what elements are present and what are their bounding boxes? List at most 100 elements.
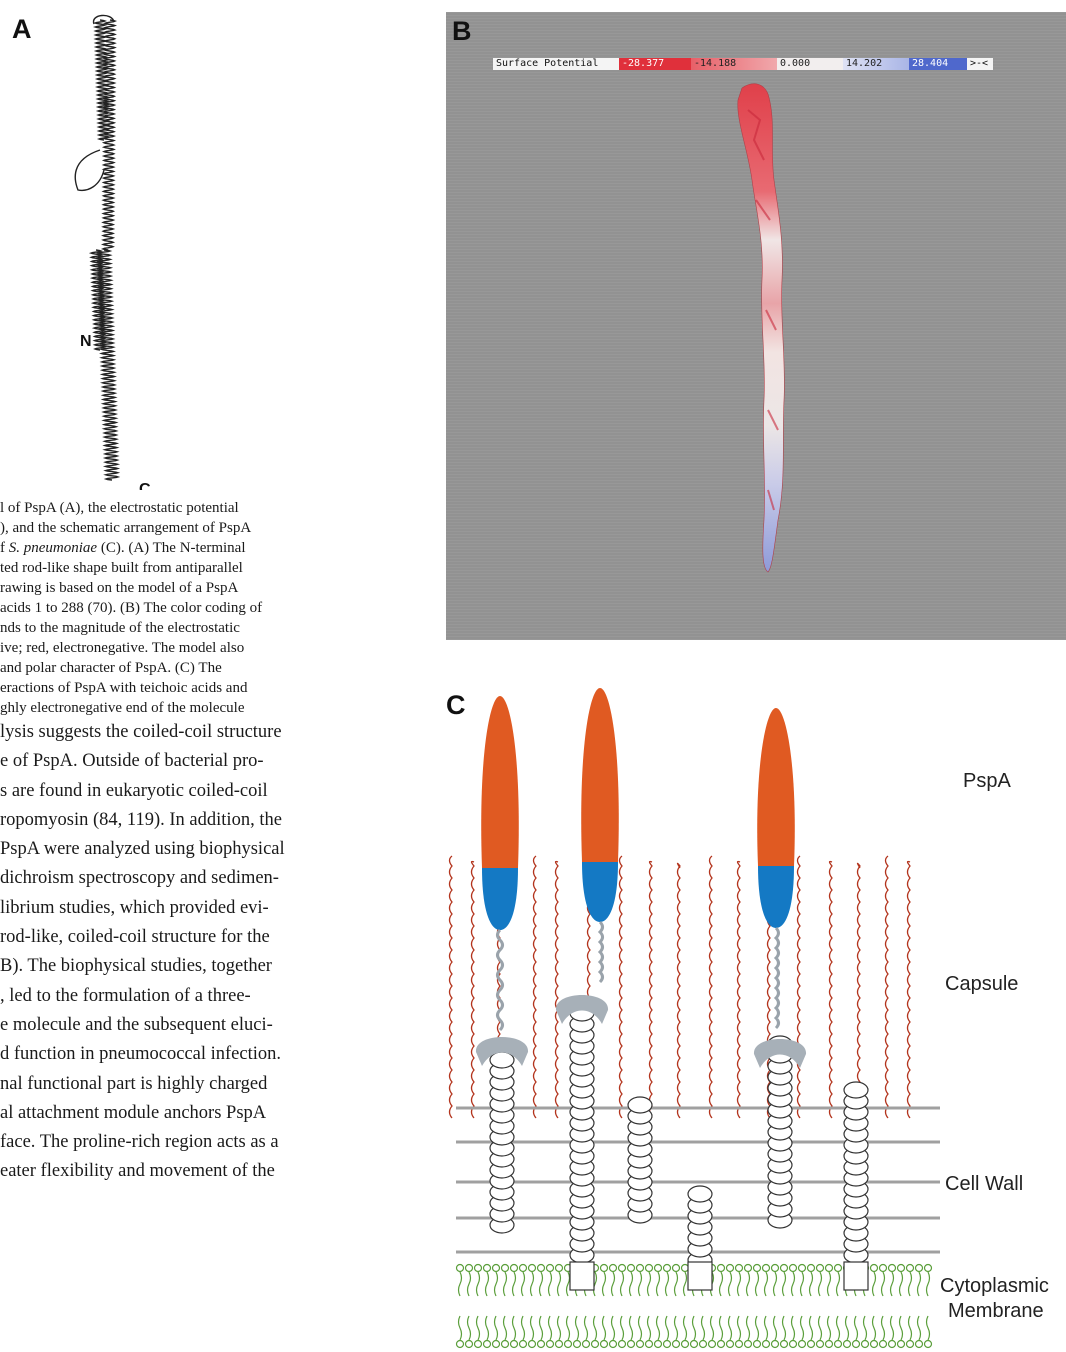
lipid-head xyxy=(898,1341,905,1348)
lipid-tail xyxy=(612,1316,615,1340)
lipid-tail xyxy=(774,1272,777,1296)
lipid-tail xyxy=(792,1316,795,1340)
lipid-tail xyxy=(909,1316,912,1340)
pspa-linker xyxy=(498,930,503,1030)
lipid-head xyxy=(853,1341,860,1348)
capsule-fiber xyxy=(450,856,453,1118)
lipid-head xyxy=(511,1341,518,1348)
capsule-fiber xyxy=(886,856,889,1118)
lipid-tail xyxy=(837,1316,840,1340)
lipid-tail xyxy=(819,1316,822,1340)
pspa-surface-model xyxy=(720,80,830,580)
lipid-head xyxy=(664,1341,671,1348)
lipid-head xyxy=(916,1341,923,1348)
caption-line: rawing is based on the model of a PspA xyxy=(0,578,396,598)
body-line: rod-like, coiled-coil structure for the xyxy=(0,923,400,952)
capsule-fiber xyxy=(830,862,833,1119)
lipid-head xyxy=(502,1341,509,1348)
body-line: ropomyosin (84, 119). In addition, the xyxy=(0,806,400,835)
lipid-tail xyxy=(783,1272,786,1296)
lipid-head xyxy=(691,1341,698,1348)
lipid-head xyxy=(799,1341,806,1348)
lipid-head xyxy=(835,1265,842,1272)
lipid-head xyxy=(826,1341,833,1348)
lipid-tail xyxy=(882,1316,885,1340)
capsule-fiber xyxy=(620,856,623,1118)
body-text: lysis suggests the coiled-coil structure… xyxy=(0,718,400,1187)
lipid-head xyxy=(745,1341,752,1348)
panel-a-c-label: C xyxy=(139,481,151,490)
lipid-tail xyxy=(927,1272,930,1296)
capsule-fiber xyxy=(534,856,537,1118)
legend-title: Surface Potential xyxy=(493,58,619,70)
lipid-head xyxy=(844,1341,851,1348)
lipid-tail xyxy=(477,1272,480,1296)
lipid-tail xyxy=(828,1272,831,1296)
lipid-head xyxy=(619,1265,626,1272)
lipid-tail xyxy=(675,1316,678,1340)
lipid-tail xyxy=(720,1272,723,1296)
lipid-tail xyxy=(612,1272,615,1296)
lipid-tail xyxy=(810,1272,813,1296)
body-line: , led to the formulation of a three- xyxy=(0,982,400,1011)
lipid-tail xyxy=(558,1316,561,1340)
lipid-head xyxy=(673,1341,680,1348)
chain-bead xyxy=(844,1082,868,1098)
lipid-tail xyxy=(846,1316,849,1340)
panel-a-ribbon-model: N C xyxy=(60,10,180,490)
body-line: s are found in eukaryotic coiled-coil xyxy=(0,777,400,806)
caption-line: ghly electronegative end of the molecule xyxy=(0,698,396,718)
capsule-fiber xyxy=(738,862,741,1119)
lipid-tail xyxy=(540,1272,543,1296)
lipid-tail xyxy=(513,1316,516,1340)
lipid-head xyxy=(682,1341,689,1348)
membrane-anchor-box xyxy=(688,1262,712,1290)
body-line: al attachment module anchors PspA xyxy=(0,1099,400,1128)
lipid-head xyxy=(790,1265,797,1272)
lipid-head xyxy=(889,1265,896,1272)
helix-segment xyxy=(103,20,115,250)
cell-wall-label: Cell Wall xyxy=(945,1173,1023,1196)
lipid-tail xyxy=(855,1316,858,1340)
lipid-tail xyxy=(918,1316,921,1340)
lipid-head xyxy=(628,1265,635,1272)
lipid-head xyxy=(799,1265,806,1272)
lipid-head xyxy=(916,1265,923,1272)
lipid-tail xyxy=(720,1316,723,1340)
lipid-head xyxy=(754,1265,761,1272)
body-line: e of PspA. Outside of bacterial pro- xyxy=(0,747,400,776)
lipid-head xyxy=(745,1265,752,1272)
lipid-head xyxy=(493,1265,500,1272)
lipid-tail xyxy=(675,1272,678,1296)
surface-body xyxy=(738,84,785,572)
caption-line: l of PspA (A), the electrostatic potenti… xyxy=(0,498,396,518)
lipid-tail xyxy=(765,1272,768,1296)
body-line: nal functional part is highly charged xyxy=(0,1070,400,1099)
lipid-head xyxy=(898,1265,905,1272)
lipid-tail xyxy=(765,1316,768,1340)
lipid-tail xyxy=(873,1272,876,1296)
chain-bead xyxy=(628,1097,652,1113)
lipid-head xyxy=(592,1341,599,1348)
lipid-tail xyxy=(585,1316,588,1340)
lipid-head xyxy=(475,1341,482,1348)
body-line: dichroism spectroscopy and sedimen- xyxy=(0,864,400,893)
lipid-head xyxy=(880,1265,887,1272)
lipid-tail xyxy=(603,1316,606,1340)
body-line: e molecule and the subsequent eluci- xyxy=(0,1011,400,1040)
lipid-head xyxy=(511,1265,518,1272)
pspa-proline-rich-region xyxy=(482,868,518,930)
lipid-tail xyxy=(747,1272,750,1296)
pspa-label: PspA xyxy=(963,770,1011,793)
membrane-anchor-box xyxy=(844,1262,868,1290)
legend-value: 14.202 xyxy=(843,58,909,70)
lipid-head xyxy=(619,1341,626,1348)
lipid-tail xyxy=(522,1272,525,1296)
lipid-head xyxy=(817,1265,824,1272)
lipid-tail xyxy=(567,1316,570,1340)
lipid-tail xyxy=(810,1316,813,1340)
capsule-fiber xyxy=(556,862,559,1119)
lipid-head xyxy=(646,1265,653,1272)
lipid-head xyxy=(754,1341,761,1348)
lipid-tail xyxy=(801,1316,804,1340)
